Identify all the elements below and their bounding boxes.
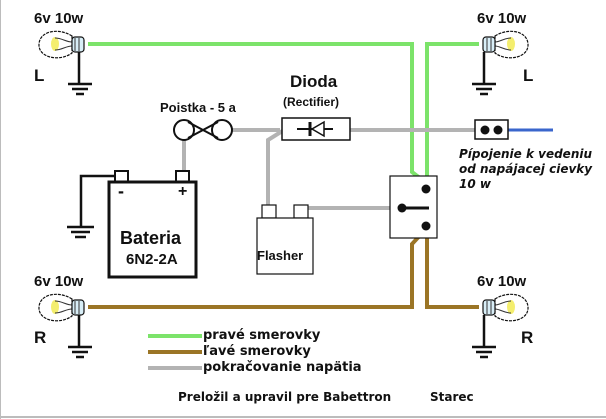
flasher-label: Flasher [257, 248, 304, 263]
battery-name: Bateria [120, 228, 182, 248]
lamp-bulb-bottom-right [482, 293, 529, 322]
turn-signal-switch [389, 175, 438, 239]
legend-label-right-turn: pravé smerovky [203, 328, 321, 343]
battery-model: 6N2-2A [126, 251, 178, 268]
connector-note-line-2: od napájacej cievky [459, 162, 593, 176]
lamp-rating-top-left: 6v 10w [34, 10, 84, 27]
legend-label-left-turn: ľavé smerovky [203, 344, 311, 359]
credit-author: Starec [430, 390, 474, 404]
wire-left-turn-right [425, 230, 479, 309]
wire-right-turn-right [425, 42, 479, 182]
fuse-symbol [173, 119, 233, 141]
ground-symbol-bottom-right [472, 315, 496, 359]
diode-symbol [281, 117, 351, 141]
frame-edge-left [0, 0, 1, 419]
battery-negative-terminal: - [118, 181, 124, 201]
lamp-side-top-right: L [523, 66, 534, 85]
lamp-bulb-bottom-left [38, 293, 85, 322]
wire-supply-diode-flasher [266, 128, 286, 206]
flasher-symbol [256, 204, 314, 275]
lamp-rating-bottom-left: 6v 10w [34, 273, 84, 290]
lamp-side-bottom-left: R [34, 328, 47, 347]
lamp-bulb-top-left [38, 30, 85, 59]
wire-right-turn-left [88, 42, 427, 184]
credit-text: Preložil a upravil pre Babettron [178, 390, 392, 404]
lamp-side-bottom-right: R [521, 328, 534, 347]
connector-note: Pípojenie k vedeniu od napájacej cievky … [459, 147, 592, 192]
ground-symbol-battery [67, 174, 121, 239]
battery-symbol [107, 170, 198, 279]
lamp-rating-bottom-right: 6v 10w [477, 273, 527, 290]
diode-subtitle: (Rectifier) [283, 95, 340, 109]
legend-label-supply: pokračovanie napätia [203, 360, 362, 375]
coil-connector [474, 119, 509, 140]
connector-note-line-1: Pípojenie k vedeniu [459, 147, 593, 161]
ground-symbol-top-right [472, 52, 496, 96]
battery-positive-terminal: + [178, 183, 188, 200]
fuse-label: Poistka - 5 a [160, 100, 236, 115]
ground-symbol-bottom-left [68, 315, 92, 359]
lamp-side-top-left: L [34, 66, 45, 85]
lamp-bulb-top-right [482, 30, 529, 59]
connector-note-line-3: 10 w [459, 177, 491, 191]
ground-symbol-top-left [68, 52, 92, 96]
diode-title: Dioda [290, 72, 338, 91]
frame-edge-bottom [0, 416, 606, 418]
lamp-rating-top-right: 6v 10w [477, 10, 527, 27]
